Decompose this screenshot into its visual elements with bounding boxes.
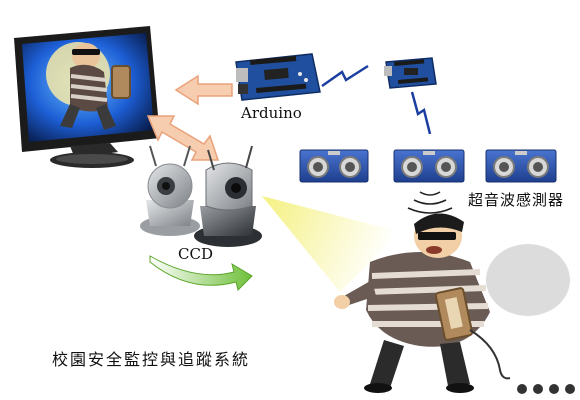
arduino-board-remote — [384, 57, 437, 89]
camera-monitor-double-arrow — [146, 115, 220, 161]
system-title: 校園安全監控與追蹤系統 — [52, 350, 251, 369]
ip-camera-light — [140, 145, 200, 236]
thief-icon — [46, 42, 131, 130]
monitor-icon — [14, 26, 160, 168]
green-curved-arrow — [149, 255, 253, 291]
ccd-label: CCD — [178, 245, 213, 263]
arduino-board-main — [235, 53, 321, 101]
lightning-signal-icon — [410, 91, 432, 135]
ip-camera-icon — [140, 145, 262, 247]
circuit-board-icon — [235, 53, 321, 101]
ultrasonic-sensor-center — [393, 149, 465, 183]
ultrasonic-sensor-left — [299, 149, 369, 183]
light-beam-icon — [262, 196, 400, 292]
arduino-to-monitor-arrow — [174, 74, 233, 106]
ellipsis-icon — [517, 384, 575, 394]
arduino-label: Arduino — [241, 104, 302, 122]
sound-wave-icon — [407, 191, 453, 214]
burglar-icon — [334, 213, 570, 393]
ip-camera-dark — [194, 145, 262, 247]
ultrasonic-sensor-label: 超音波感測器 — [468, 191, 565, 209]
lightning-signal-icon — [321, 64, 369, 88]
ultrasonic-sensor-right — [485, 149, 557, 183]
